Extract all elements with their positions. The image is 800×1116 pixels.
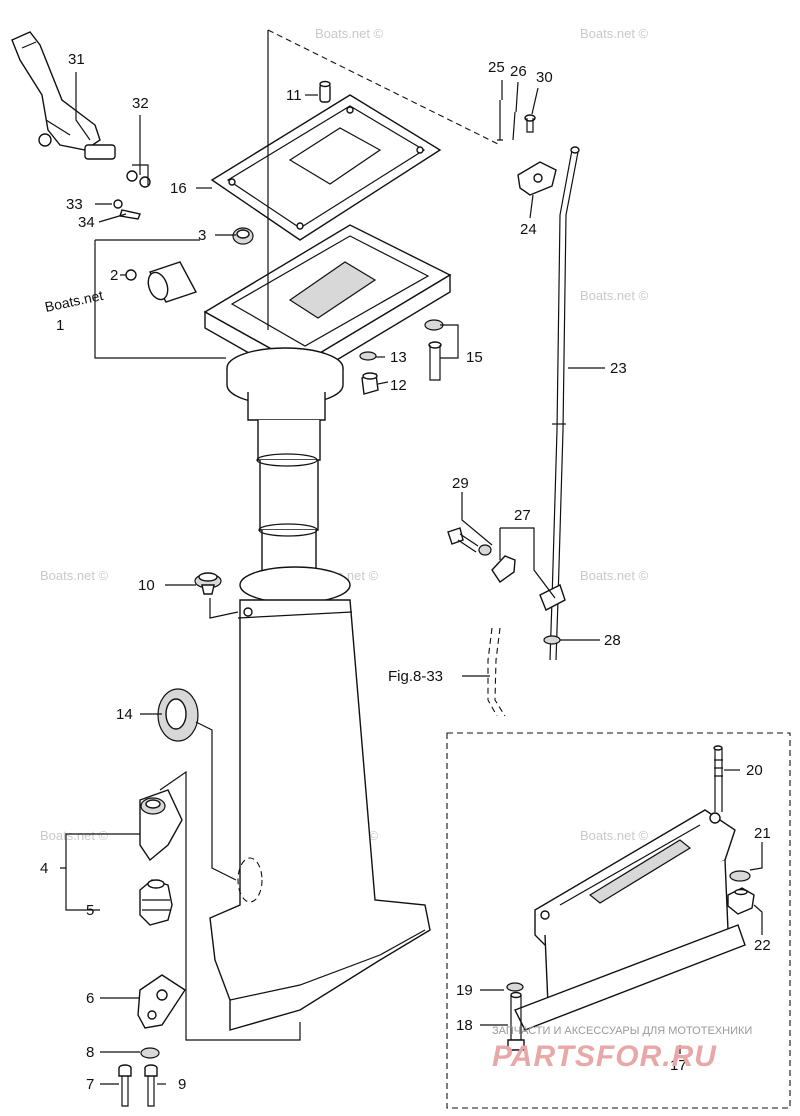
callout-22: 22 [754,937,771,954]
callout-20: 20 [746,762,763,779]
callout-12: 12 [390,377,407,394]
part-15-bolt [428,341,442,381]
callout-25: 25 [488,59,505,76]
part-14-grommet [157,688,199,742]
callout-24: 24 [520,221,537,238]
fig-reference: Fig.8-33 [388,668,443,685]
part-6-plate [137,974,186,1029]
brand-logo: PARTSFOR.RU [492,1040,717,1073]
hose-link [494,627,506,717]
callout-8: 8 [86,1044,94,1061]
part-7-bolt [118,1064,132,1107]
hose-link [487,627,498,717]
part-19-washer [506,982,524,992]
callout-23: 23 [610,360,627,377]
part-32-rings [126,170,151,188]
callout-7: 7 [86,1076,94,1093]
watermark: Boats.net © [580,828,649,843]
part-22-nut [727,887,755,915]
part-18-bolt [507,991,525,1051]
callout-33: 33 [66,196,83,213]
part-30-screw [524,114,536,133]
part-11-pin [319,80,331,103]
part-17-lower-housing [209,599,431,1031]
callout-labels: 31 32 33 34 3 2 1 11 16 13 12 15 25 26 3… [40,51,771,1093]
part-23-rod [549,146,580,661]
part-5-nut [139,879,173,926]
callout-21: 21 [754,825,771,842]
watermark: Boats.net © [40,828,109,843]
part-10-plug [194,572,222,595]
callout-31: 31 [68,51,85,68]
part-2-bushing [125,261,198,303]
callout-18: 18 [456,1017,473,1034]
callout-17: 17 [670,1057,687,1074]
watermark: Boats.net © [580,26,649,41]
alignment-line [267,29,501,146]
part-1-upper-housing [203,224,452,604]
callout-9: 9 [178,1076,186,1093]
callout-6: 6 [86,990,94,1007]
part-9-bolt [144,1064,158,1107]
watermark: Boats.net © [580,568,649,583]
part-17-inset-housing [514,809,746,1031]
callout-28: 28 [604,632,621,649]
part-29-screw [447,527,492,556]
callout-15: 15 [466,349,483,366]
callout-14: 14 [116,706,133,723]
callout-10: 10 [138,577,155,594]
callout-34: 34 [78,214,95,231]
part-21-washer [729,870,751,882]
callout-29: 29 [452,475,469,492]
callout-19: 19 [456,982,473,999]
callout-4: 4 [40,860,48,877]
part-34-pin [119,209,141,220]
callout-13: 13 [390,349,407,366]
part-20-stud [713,745,723,812]
part-27-clip [491,555,566,611]
part-25-bolt [497,100,503,141]
callout-11: 11 [286,87,302,104]
watermark: Boats.net © [40,568,109,583]
inset-box [446,732,791,1109]
part-4-clamp [139,789,183,862]
callout-26: 26 [510,63,527,80]
callout-5: 5 [86,902,94,919]
brand-watermark: ЗАПЧАСТИ И АКСЕССУАРЫ ДЛЯ МОТОТЕХНИКИ PA… [492,1025,752,1073]
callout-16: 16 [170,180,187,197]
part-33-washer [113,199,123,209]
callout-32: 32 [132,95,149,112]
callout-27: 27 [514,507,531,524]
part-13-washer [359,351,377,361]
callout-30: 30 [536,69,553,86]
part-28-grommet [543,635,561,645]
part-8-washer [140,1047,160,1059]
callout-3: 3 [198,227,206,244]
leader-lines [60,72,763,1085]
part-26-pin [512,111,516,141]
part-12-nut [361,372,379,395]
callout-1: 1 [56,317,64,334]
part-31-bracket [11,31,116,160]
callout-2: 2 [110,267,118,284]
brand-tagline: ЗАПЧАСТИ И АКСЕССУАРЫ ДЛЯ МОТОТЕХНИКИ [492,1025,752,1037]
watermark: Boats.net © [580,288,649,303]
part-3-grommet [232,227,254,245]
watermark: Boats.net © [315,26,384,41]
part-16-gasket [210,94,442,241]
part-24-bracket [517,161,557,196]
